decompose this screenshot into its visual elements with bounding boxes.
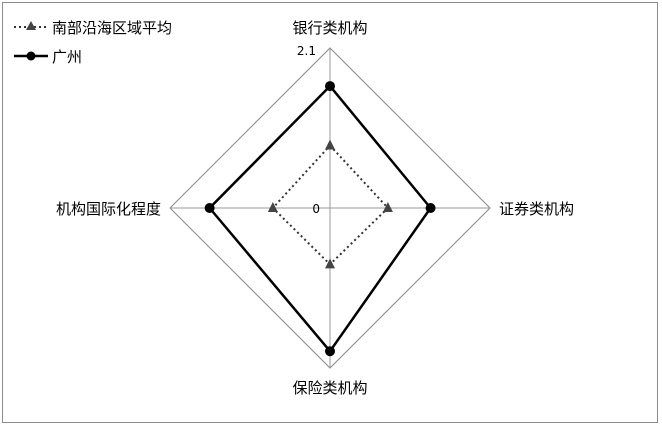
data-point-guangzhou: [325, 81, 335, 92]
data-point-guangzhou: [204, 203, 215, 213]
data-point-regional-average: [267, 202, 278, 212]
axis-label-securities: 证券类机构: [499, 200, 574, 218]
legend-label-guangzhou: 广州: [52, 48, 82, 66]
series-group: [204, 81, 436, 357]
axis-label-banking: 银行类机构: [292, 19, 367, 37]
data-point-regional-average: [325, 258, 335, 269]
data-point-guangzhou: [325, 346, 335, 357]
legend-marker-regional-average: [26, 21, 36, 30]
axis-label-insurance: 保险类机构: [292, 379, 367, 397]
data-point-regional-average: [325, 139, 335, 150]
tick-label-max: 2.1: [297, 44, 316, 58]
legend-label-regional-average: 南部沿海区域平均: [52, 19, 172, 37]
tick-label-min: 0: [312, 202, 320, 216]
data-point-regional-average: [382, 202, 393, 212]
series-line-guangzhou: [207, 84, 433, 354]
chart-frame: [2, 2, 658, 423]
axis-label-internationalization: 机构国际化程度: [56, 200, 161, 218]
data-point-guangzhou: [425, 203, 436, 213]
legend: 南部沿海区域平均 广州: [14, 19, 172, 66]
axis-labels: 银行类机构 证券类机构 保险类机构 机构国际化程度 0 2.1: [56, 19, 574, 397]
legend-marker-guangzhou: [26, 51, 36, 61]
radar-grid: [169, 47, 491, 369]
